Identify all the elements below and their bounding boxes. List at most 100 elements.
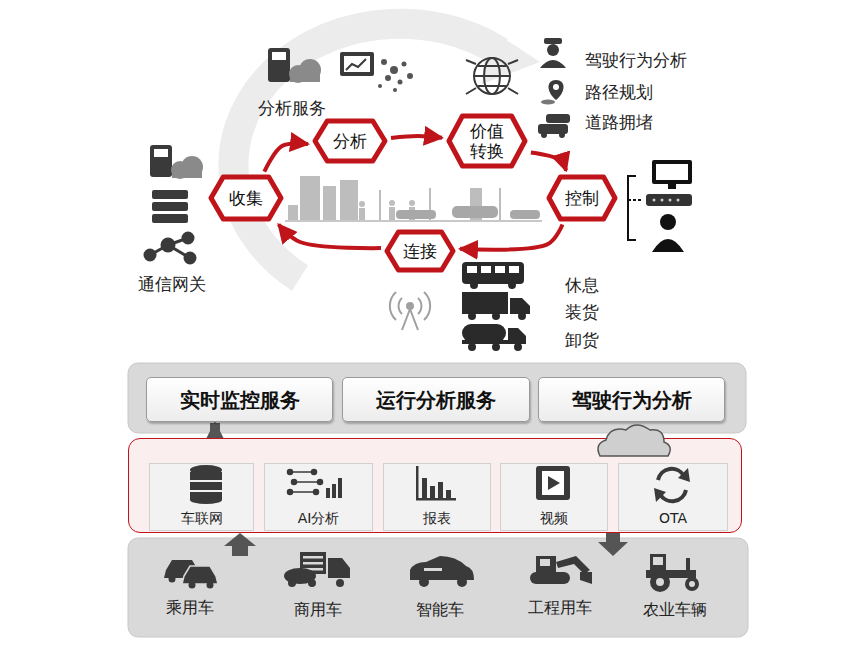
signal-tower-icon — [390, 292, 430, 330]
city-scene — [342, 208, 348, 220]
bus-icon — [495, 266, 505, 273]
database-icon — [190, 496, 222, 504]
vehicle-label: 农业车辆 — [643, 600, 707, 619]
commercial-vehicle-icon — [336, 579, 344, 587]
city-scene — [359, 208, 365, 220]
bus-icon — [462, 262, 524, 284]
construction-vehicle-icon — [540, 559, 550, 566]
cycle-hexagon: 分析 — [312, 118, 388, 164]
route-pin-icon — [541, 100, 555, 105]
ota-icon — [678, 468, 690, 482]
chart-monitor-icon — [385, 75, 391, 81]
passenger-car-icon — [182, 566, 218, 584]
control-station-icon — [628, 199, 642, 201]
callout-label: 路径规划 — [585, 82, 653, 102]
node-text-group: 实时监控服务 — [180, 388, 300, 412]
hexagon-outline — [549, 177, 615, 219]
node-text-group: 车联网 — [181, 510, 223, 527]
node-label: 报表 — [423, 510, 451, 527]
tanker-icon — [462, 324, 526, 351]
node-text-group: 控制 — [565, 188, 599, 208]
tractor-icon — [656, 578, 664, 586]
passenger-car-icon — [164, 560, 218, 589]
service-button: 实时监控服务 — [146, 377, 333, 422]
bus-icon — [467, 266, 519, 273]
tractor-icon — [686, 558, 690, 570]
construction-vehicle-icon — [530, 572, 570, 584]
callout-label: 道路拥堵 — [585, 112, 653, 132]
node-text-group: 报表 — [423, 510, 451, 527]
commercial-vehicle-icon — [284, 552, 350, 587]
node-label: 运行分析服务 — [376, 388, 496, 412]
report-icon — [416, 466, 456, 501]
callout-label: 通信网关 — [138, 274, 206, 294]
tractor-icon — [653, 557, 663, 565]
route-pin-icon — [549, 80, 564, 100]
commercial-vehicle-icon — [308, 579, 316, 587]
report-icon — [416, 498, 456, 501]
report-icon — [438, 482, 443, 498]
cloud-doc-icon — [154, 149, 168, 157]
traffic-icon — [538, 114, 570, 138]
tanker-icon — [468, 343, 476, 351]
node-label: AI分析 — [298, 510, 340, 527]
smart-car-icon — [424, 568, 442, 571]
server-icon — [152, 190, 188, 223]
cycle-hexagon: 控制 — [546, 174, 618, 222]
cloud-doc-icon — [181, 156, 203, 178]
node-label: 视频 — [540, 510, 568, 527]
network-icon — [168, 238, 188, 245]
block-arrow-down — [598, 533, 628, 556]
bus-icon — [508, 281, 516, 289]
city-scene — [379, 190, 381, 220]
truck-icon — [510, 298, 530, 314]
ai-icon — [288, 470, 343, 499]
cycle-arrow — [531, 152, 566, 170]
service-panel — [128, 363, 746, 433]
cycle-arrow — [264, 144, 308, 172]
node-label: 驾驶行为分析 — [572, 388, 692, 412]
commercial-vehicle-icon — [300, 552, 326, 574]
ai-icon — [292, 480, 297, 485]
smart-car-icon — [410, 556, 474, 580]
cycle-hexagon: 连接 — [384, 229, 456, 273]
node-text-group: 分析 — [333, 131, 367, 151]
control-station-icon — [628, 160, 692, 252]
platform-panel: 车联网 AI分析 报表 视频 OTA — [128, 438, 742, 533]
hexagon-outline — [449, 116, 525, 166]
feature-tile: AI分析 — [264, 463, 373, 531]
network-icon — [145, 233, 195, 263]
construction-vehicle-icon — [536, 556, 556, 572]
traffic-icon — [538, 124, 568, 134]
chart-monitor-icon — [378, 59, 413, 92]
city-scene — [342, 201, 348, 207]
control-station-icon — [660, 214, 676, 230]
network-icon — [162, 239, 174, 251]
tractor-icon — [646, 554, 699, 592]
truck-icon — [492, 312, 500, 320]
globe-icon — [484, 58, 500, 94]
control-station-icon — [653, 199, 680, 202]
ai-icon — [312, 470, 317, 475]
analysis-service-icon — [299, 59, 321, 81]
callout-label: 分析服务 — [258, 98, 326, 118]
smart-car-icon — [419, 577, 429, 587]
node-text-group: 收集 — [229, 188, 263, 208]
node-label: OTA — [659, 510, 687, 527]
tanker-icon — [508, 328, 526, 344]
city-scene — [452, 206, 498, 218]
city-scene — [409, 200, 415, 206]
cycle-arrow — [391, 136, 442, 138]
ota-icon — [660, 490, 686, 501]
ai-icon — [290, 471, 314, 473]
block-arrow-down — [598, 533, 628, 556]
ai-icon — [294, 481, 320, 483]
node-text-group: 价值转换 — [467, 121, 507, 162]
globe-icon — [466, 60, 518, 94]
server-icon — [152, 214, 188, 223]
tanker-icon — [462, 324, 506, 342]
city-scene — [285, 220, 542, 222]
city-scene — [323, 186, 336, 220]
